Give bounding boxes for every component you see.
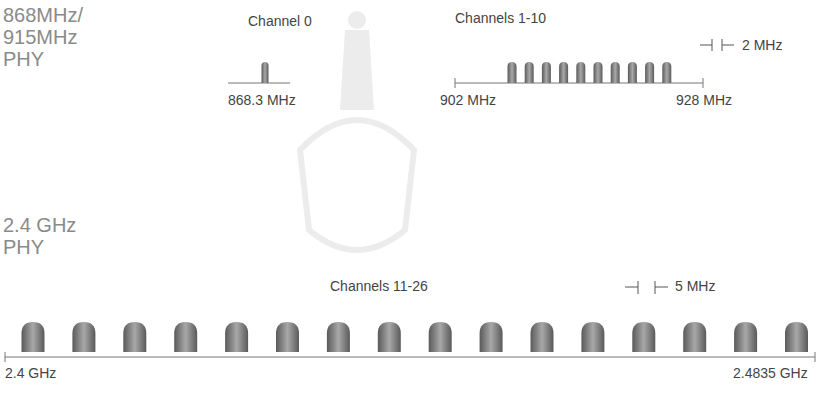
- channel-shape: [225, 322, 248, 352]
- channel-label: Channels 11-26: [330, 278, 428, 295]
- frequency-label: 2.4835 GHz: [733, 365, 808, 382]
- channel-shape: [683, 322, 706, 352]
- spacing-marker: [700, 39, 734, 51]
- channel-shape: [480, 322, 503, 352]
- spacing-marker: [625, 281, 668, 294]
- channel-shape: [628, 62, 637, 83]
- axis-line: [5, 357, 815, 358]
- channel-shape: [327, 322, 350, 352]
- channel-shape: [542, 62, 551, 83]
- channel-shape: [72, 322, 95, 352]
- spacing-label: 5 MHz: [675, 278, 715, 295]
- channel-shape: [662, 62, 671, 83]
- channel-shape: [531, 322, 554, 352]
- channel-shape: [734, 322, 757, 352]
- channel-shape: [378, 322, 401, 352]
- axis-tick: [815, 352, 816, 362]
- channel-shape: [785, 322, 808, 352]
- watermark: [300, 11, 414, 250]
- channel-shape: [174, 322, 197, 352]
- frequency-label: 868.3 MHz: [228, 92, 296, 109]
- channel-shape: [262, 62, 269, 83]
- channel-shape: [508, 62, 517, 83]
- channel-shape: [611, 62, 620, 83]
- frequency-label: 2.4 GHz: [5, 365, 56, 382]
- channel-label: Channel 0: [248, 13, 312, 30]
- frequency-label: 902 MHz: [440, 92, 496, 109]
- channel-label: Channels 1-10: [455, 10, 546, 27]
- channel-shape: [123, 322, 146, 352]
- channel-shape: [576, 62, 585, 83]
- phy-title: 2.4 GHz PHY: [3, 214, 91, 258]
- axis-line: [228, 83, 290, 84]
- channel-shape: [645, 62, 654, 83]
- channel-shape: [525, 62, 534, 83]
- channel-shape: [632, 322, 655, 352]
- frequency-label: 928 MHz: [676, 92, 732, 109]
- channel-shape: [429, 322, 452, 352]
- channel-shape: [559, 62, 568, 83]
- axis-tick: [703, 78, 704, 88]
- axis-tick: [455, 78, 456, 88]
- channel-shape: [581, 322, 604, 352]
- axis-tick: [5, 352, 6, 362]
- channel-shape: [276, 322, 299, 352]
- phy-title: 868MHz/ 915MHz PHY: [3, 4, 91, 70]
- channel-shape: [22, 322, 45, 352]
- channel-shape: [594, 62, 603, 83]
- spacing-label: 2 MHz: [742, 37, 782, 54]
